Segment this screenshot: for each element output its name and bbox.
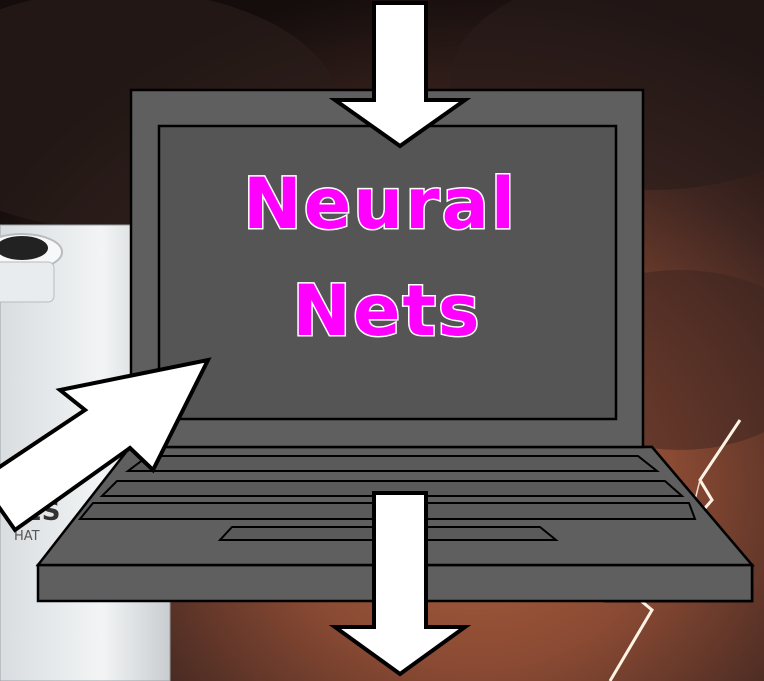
device-brand-subtext: HAT — [14, 529, 40, 544]
laptop-screen — [157, 124, 618, 421]
arrow-down-icon — [328, 1, 472, 149]
screen-title-line1: Neural — [243, 163, 517, 245]
screen-title-line2: Nets — [292, 270, 481, 352]
keyboard-row — [125, 455, 660, 472]
keyboard-row — [99, 480, 685, 497]
arrow-down-icon — [328, 491, 472, 677]
arrow-up-right-icon — [0, 357, 212, 533]
device-port-icon — [0, 236, 48, 260]
device-cylinder — [0, 261, 55, 303]
